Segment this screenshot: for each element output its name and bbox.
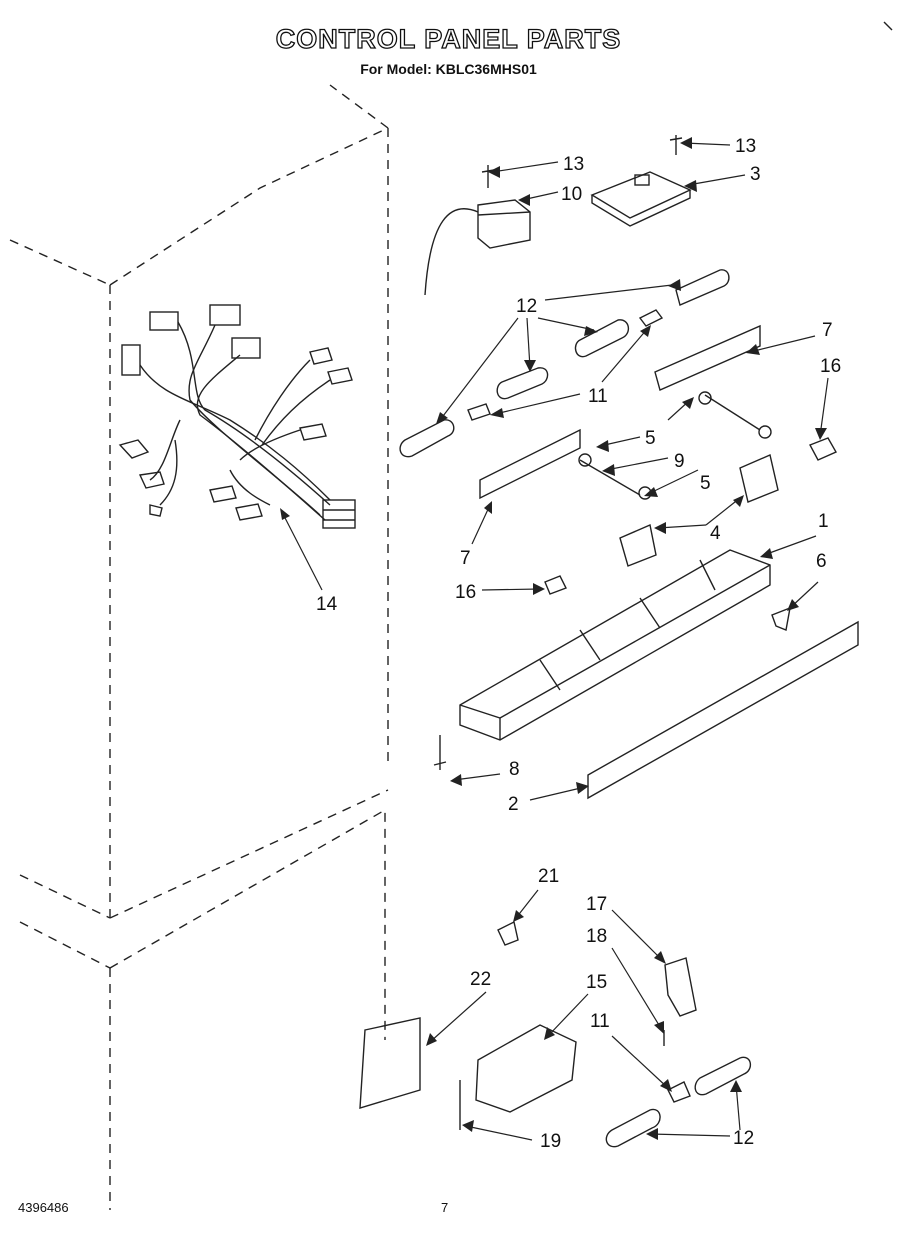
callout-14: 14 (316, 594, 338, 615)
callout-10: 10 (561, 184, 582, 205)
callout-16-upper: 16 (820, 356, 841, 377)
callout-13-b: 13 (735, 136, 756, 157)
screw-part-8 (433, 735, 447, 770)
leader-lines (281, 142, 829, 1141)
front-panel-part-2 (587, 620, 859, 800)
callout-18: 18 (586, 926, 607, 947)
callout-21: 21 (538, 866, 559, 887)
leader-arrowheads (280, 137, 827, 1140)
callout-15: 15 (586, 972, 607, 993)
wiring-harness-part-14 (118, 304, 356, 529)
callout-1: 1 (818, 511, 829, 532)
callout-8: 8 (509, 759, 520, 780)
control-board-part-3 (590, 135, 692, 227)
page-number: 7 (441, 1200, 449, 1215)
lamp-socket-part-11-lower (667, 1081, 691, 1103)
callout-11-upper: 11 (588, 386, 608, 407)
cover-part-15 (475, 1024, 577, 1113)
clip-part-16 (544, 437, 837, 595)
corner-mark (883, 21, 893, 31)
diagram-title: CONTROL PANEL PARTS (275, 23, 622, 54)
callout-12-upper: 12 (516, 296, 537, 317)
callout-22: 22 (470, 969, 491, 990)
callout-7-lower: 7 (460, 548, 471, 569)
lamp-bulbs-part-12 (399, 269, 730, 458)
cabinet-outline (9, 84, 389, 1210)
callout-6: 6 (816, 551, 827, 572)
bracket-part-22 (359, 1017, 421, 1109)
knob-part-6 (771, 606, 791, 631)
callout-2: 2 (508, 794, 519, 815)
callout-5-upper: 5 (645, 428, 656, 449)
callout-7-upper: 7 (822, 320, 833, 341)
model-subtitle: For Model: KBLC36MHS01 (360, 61, 537, 77)
bracket-part-4 (619, 454, 779, 567)
clip-part-21 (497, 920, 519, 946)
callout-4: 4 (710, 523, 721, 544)
lamp-socket-part-11-upper (467, 309, 664, 421)
callout-labels: 13 13 10 3 12 7 16 11 5 9 5 4 1 7 16 6 1… (316, 136, 841, 1152)
lamp-bulb-part-12-lower-a (694, 1056, 751, 1096)
callout-11-lower: 11 (590, 1011, 610, 1032)
control-housing-part-1 (459, 549, 771, 741)
lens-strip-part-7 (479, 324, 761, 500)
callout-5-lower: 5 (700, 473, 711, 494)
callout-16-lower: 16 (455, 582, 476, 603)
callout-19: 19 (540, 1131, 561, 1152)
sensor-bracket-part-10 (424, 165, 531, 296)
part-code: 4396486 (18, 1200, 69, 1215)
callout-9: 9 (674, 451, 685, 472)
callout-17: 17 (586, 894, 607, 915)
bracket-part-17 (664, 957, 697, 1017)
callout-12-lower: 12 (733, 1128, 754, 1149)
callout-13-a: 13 (563, 154, 584, 175)
lamp-bulb-part-12-lower-b (605, 1108, 661, 1148)
callout-3: 3 (750, 164, 761, 185)
